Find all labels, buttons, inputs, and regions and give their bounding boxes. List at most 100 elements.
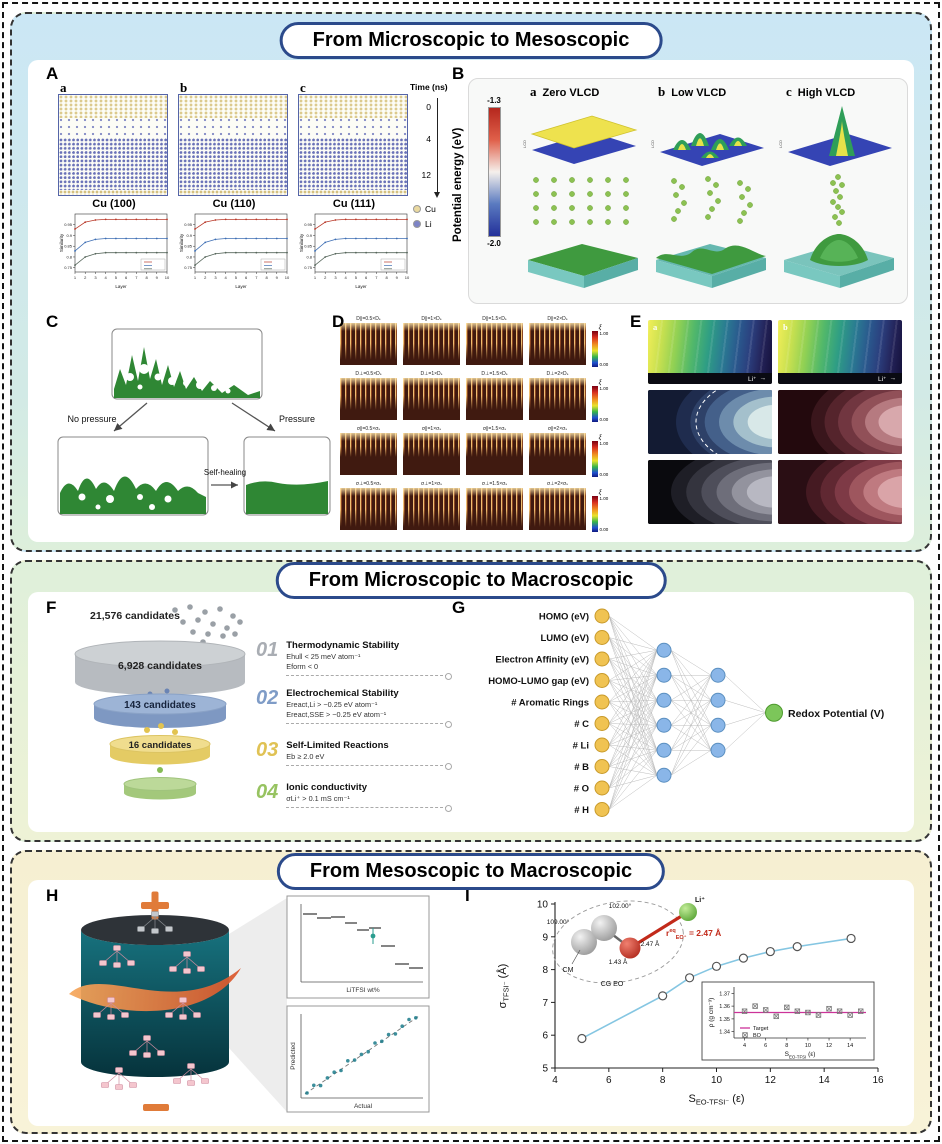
nn-input-node <box>594 716 610 731</box>
nn-hidden-node <box>710 692 726 708</box>
y-tick-label: 0.85 <box>184 244 193 249</box>
tree-node <box>183 968 191 974</box>
sim-cell-label: σ⊥=0.5×σₛ <box>355 481 382 487</box>
candidate-count-3: 143 candidates <box>124 700 196 711</box>
tree-node <box>93 1012 101 1018</box>
lcd-axis-label: LCD <box>522 140 527 148</box>
mini-legend <box>380 258 406 271</box>
step-title: Thermodynamic Stability <box>286 640 400 651</box>
data-point <box>255 218 258 221</box>
md-snapshot <box>298 94 408 196</box>
contour-band <box>878 405 902 439</box>
tree-node <box>179 997 187 1003</box>
data-point <box>135 218 138 221</box>
nn-edge <box>608 615 658 751</box>
sim-cell-label: σ⊥=2×σₛ <box>546 481 568 487</box>
data-point <box>846 933 856 944</box>
data-point <box>395 237 398 240</box>
nn-edge <box>608 675 658 810</box>
step-number: 04 <box>256 781 279 803</box>
screening-step-3: 03 Self-Limited Reactions Eb ≥ 2.0 eV <box>256 739 452 770</box>
step-title: Ionic conductivity <box>286 782 368 793</box>
screening-step-1: 01 Thermodynamic Stability Ehull < 25 me… <box>256 640 452 680</box>
panel-label-B: B <box>452 64 465 83</box>
nn-hidden-node <box>710 717 726 733</box>
surface-caption: Cu (100) <box>92 198 136 210</box>
falling-dot <box>164 688 170 694</box>
column-title: Low VLCD <box>671 87 727 99</box>
step-criterion: Ereact,Li > −0.25 eV atom⁻¹ <box>286 700 378 709</box>
nn-edge <box>608 675 658 767</box>
surface-plane <box>532 132 636 164</box>
y-tick-label: 0.75 <box>184 265 193 270</box>
tree-node <box>107 997 115 1003</box>
step-number: 03 <box>256 739 279 761</box>
nn-edge <box>670 650 712 676</box>
inset-y-label: ρ (g cm⁻³) <box>708 998 715 1028</box>
candidate-count-1: 21,576 candidates <box>90 610 180 622</box>
tree-node <box>157 1050 165 1056</box>
candidate-count-2: 6,928 candidates <box>117 660 203 672</box>
energy-surface-plot: LCD <box>650 133 764 166</box>
sim-cell <box>340 488 397 530</box>
data-point <box>334 238 337 241</box>
battery-ml-schematic: LiTFSI wt% Predicted Actual <box>69 891 430 1113</box>
data-point <box>114 251 117 254</box>
pores <box>78 493 172 510</box>
highlight-point <box>370 933 376 939</box>
li-atom <box>747 202 753 208</box>
pores <box>126 364 231 394</box>
nn-input-label: # C <box>574 719 589 730</box>
funnel-disk-4-top <box>123 777 197 791</box>
feature-plot-x-label: LiTFSI wt% <box>346 987 379 994</box>
y-tick-label: 0.95 <box>64 222 73 227</box>
data-point <box>214 219 217 221</box>
x-tick-label: 3 <box>94 275 97 280</box>
substrate-side <box>584 258 638 288</box>
time-axis-title: Time (ns) <box>410 82 448 92</box>
sim-cell <box>529 433 586 475</box>
nn-edge <box>608 658 658 751</box>
tree-node <box>121 1012 129 1018</box>
funnel-disk-3-body <box>110 744 210 765</box>
step-criterion: Eb ≥ 2.0 eV <box>286 752 325 761</box>
legend-label: Li <box>425 219 432 229</box>
nn-edge <box>608 744 658 776</box>
data-point <box>114 237 117 240</box>
similarity-series <box>194 252 287 266</box>
data-point <box>224 218 227 221</box>
x-tick-label: 10 <box>711 1075 723 1086</box>
nn-edge <box>670 675 712 701</box>
li-atom <box>587 205 593 211</box>
data-point <box>94 252 97 255</box>
li-atom <box>679 184 685 190</box>
tree-node <box>115 1067 123 1073</box>
data-point <box>84 221 87 224</box>
nn-hidden-node <box>656 717 672 733</box>
sim-cell <box>340 378 397 420</box>
time-axis: Time (ns) 0 4 12 Cu Li <box>410 82 464 252</box>
li-atom <box>551 219 557 225</box>
nn-edge <box>608 650 658 810</box>
nn-edge <box>724 712 766 751</box>
contour-band <box>877 475 902 509</box>
data-point <box>104 218 107 221</box>
data-point <box>135 237 138 240</box>
data-point <box>125 237 128 240</box>
projection-fan <box>229 898 287 1112</box>
colorbar-gradient <box>487 107 501 237</box>
tree-node <box>115 1084 123 1090</box>
data-point <box>275 251 278 254</box>
nn-input-label: # O <box>574 784 589 795</box>
bo-marker <box>815 1012 822 1018</box>
step-criterion: Ereact,SSE > −0.25 eV atom⁻¹ <box>286 710 387 719</box>
nn-edge <box>608 700 658 789</box>
data-point <box>406 251 408 254</box>
nn-hidden-node <box>656 642 672 658</box>
falling-dot <box>144 727 150 733</box>
x-tick-label: 7 <box>255 275 258 280</box>
data-point <box>234 251 237 254</box>
